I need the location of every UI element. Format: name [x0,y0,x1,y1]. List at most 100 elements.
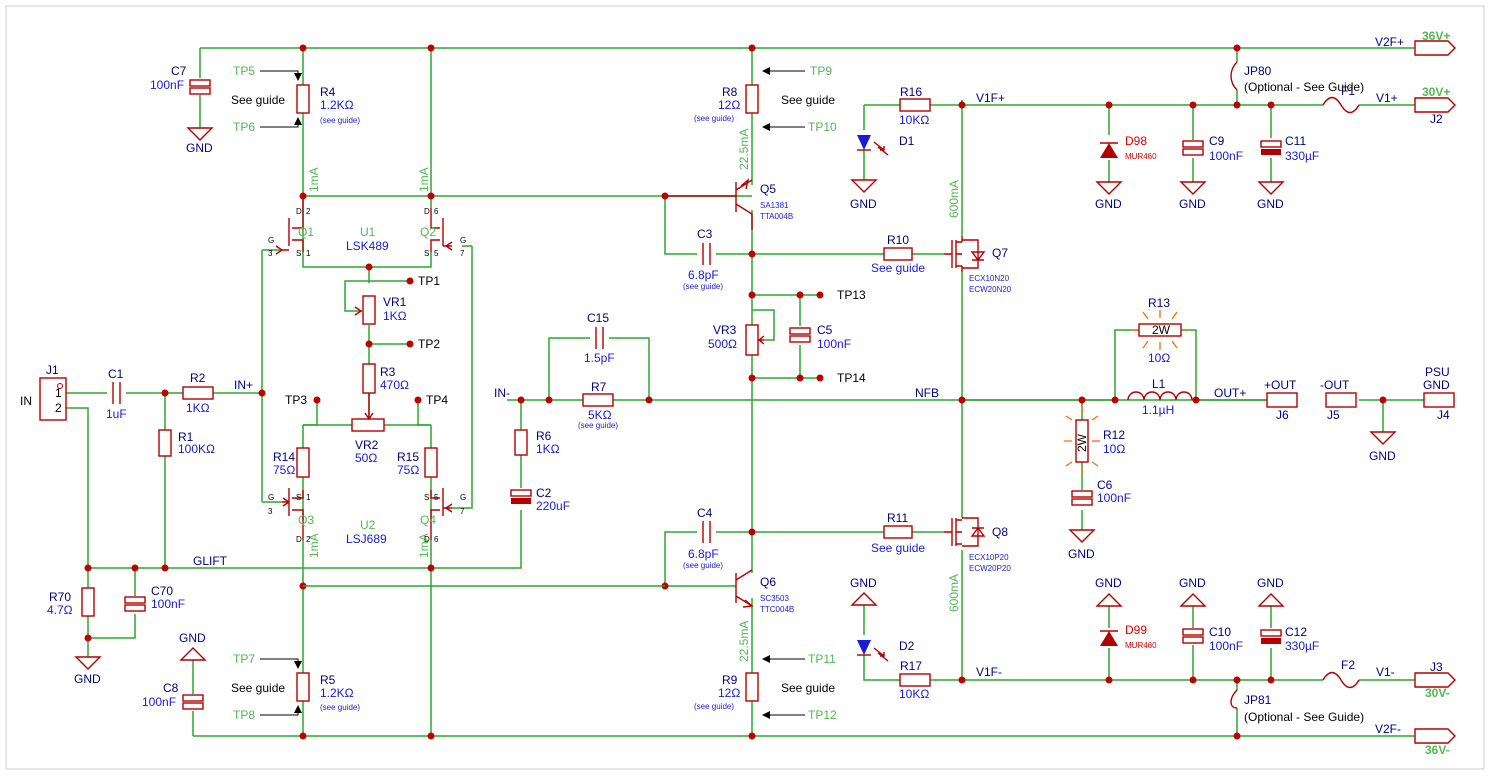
tp2-label: TP2 [418,337,440,351]
vr3-val: 500Ω [708,337,737,351]
tp9-label: TP9 [810,64,832,78]
label-30v-pos: 30V+ [1422,85,1450,99]
r9-val: 12Ω [718,686,740,700]
r3-body [362,363,376,394]
r12-ref: R12 [1103,428,1125,442]
r2-val: 1KΩ [186,401,210,415]
vr3-ref: VR3 [713,323,737,337]
c15-val: 1.5pF [584,351,615,365]
gnd-c12: GND [1257,576,1284,590]
gnd-c6: GND [1068,547,1095,561]
j1-pin1: 1 [55,386,62,400]
c15-ref: C15 [587,311,609,325]
tp6-label: TP6 [233,120,255,134]
pin-label: 5 [434,249,439,258]
c1-val: 1uF [106,407,127,421]
j2-ref: J2 [1430,112,1443,126]
vr2-val: 50Ω [355,451,377,465]
label-plus-out: +OUT [1264,378,1297,392]
see-guide-small-r5: (see guide) [320,703,360,712]
gnd-c9: GND [1179,197,1206,211]
r10-ref: R10 [887,233,909,247]
pin-label: 7 [460,507,465,516]
r10-body [883,247,913,261]
tp13-label: TP13 [837,288,866,302]
r16-val: 10KΩ [899,113,929,127]
q5-part-b: TTA004B [760,212,793,221]
q6-part-a: SC3503 [760,594,789,603]
r11-body [883,525,913,539]
current-q3: 1mA [307,533,321,558]
vr1-body [362,295,376,325]
tp11-label: TP11 [808,652,836,666]
j1-body [39,377,67,421]
c3-ref: C3 [697,227,713,241]
tp7-label: TP7 [233,652,255,666]
c12-ref: C12 [1285,625,1307,639]
r12-body [1075,419,1089,463]
r16-body [899,98,931,112]
c11-ref: C11 [1285,134,1306,148]
pin-label: 3 [268,507,273,516]
c10-val: 100nF [1209,639,1243,653]
r17-val: 10KΩ [899,687,929,701]
pin-label: 7 [460,249,465,258]
d99-ref: D99 [1125,623,1147,637]
pin-label: 2 [306,207,311,216]
pin-label: 5 [434,493,439,502]
ground-symbols [74,127,1397,670]
gnd-c8: GND [179,631,206,645]
tp14-label: TP14 [837,371,866,385]
component-symbols [81,61,1360,710]
r15-body [424,447,438,478]
guide-arrows [260,67,805,719]
c5-val: 100nF [817,337,851,351]
see-guide-small-r8: (see guide) [694,114,734,123]
label-glift: GLIFT [193,554,228,568]
r4-body [296,84,310,114]
tp8-label: TP8 [233,708,255,722]
q1-ref: Q1 [298,225,314,239]
j4-ref: J4 [1437,408,1450,422]
tp1-label: TP1 [418,274,440,288]
label-psu: PSU [1425,365,1450,379]
q7-part-a: ECX10N20 [969,274,1010,283]
r9-body [745,672,759,702]
r17-body [899,673,931,687]
labels: V2F+ 36V+ V1F+ V1+ 30V+ V1F- V1- 30V- V2… [20,29,1450,757]
c7-ref: C7 [171,64,187,78]
pin-label: G [268,236,274,245]
r6-val: 1KΩ [536,442,560,456]
pin-label: D [296,207,302,216]
r70-val: 4.7Ω [47,603,73,617]
d98-part: MUR460 [1125,152,1157,161]
current-q7: 600mA [947,180,961,218]
label-v1-pos: V1+ [1376,91,1398,105]
vr2-body [351,418,385,432]
c6-val: 100nF [1097,491,1131,505]
pin-label: G [460,493,466,502]
tp4-label: TP4 [426,393,448,407]
r7-val: 5KΩ [588,408,612,422]
label-minus-out: -OUT [1320,378,1350,392]
vr1-ref: VR1 [383,295,407,309]
current-q5: 22.5mA [737,129,751,170]
q4-ref: Q4 [420,513,436,527]
tp3-label: TP3 [285,393,307,407]
q8-ref: Q8 [992,525,1008,539]
label-v1f-pos: V1F+ [976,91,1005,105]
r14-val: 75Ω [273,463,295,477]
label-v1-neg: V1- [1376,665,1395,679]
c3-val: 6.8pF [688,268,719,282]
r13-power: 2W [1152,323,1171,337]
label-v2f-neg: V2F- [1375,722,1401,736]
pin-label: 1 [306,493,311,502]
r6-body [514,429,528,456]
r3-ref: R3 [380,365,396,379]
r11-ref: R11 [887,511,908,525]
r2-body [182,386,214,400]
r7-body [582,393,614,407]
gnd-r70: GND [74,672,101,686]
l1-val: 1.1µH [1142,403,1174,417]
